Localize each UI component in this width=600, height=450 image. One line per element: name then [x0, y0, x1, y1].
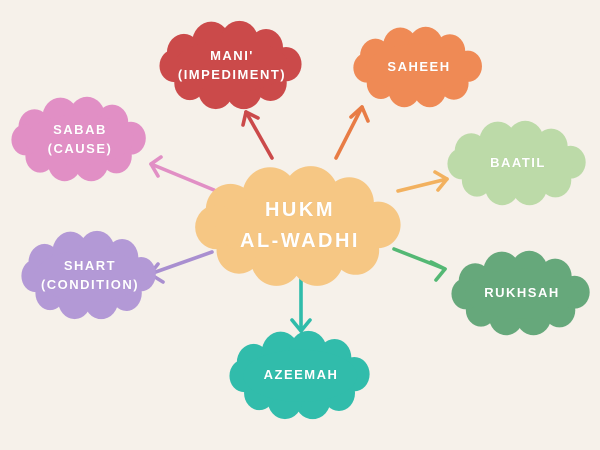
node-label: SAHEEH — [387, 59, 451, 75]
node-sabab-cause: SABAB (CAUSE) — [10, 96, 150, 182]
node-label: SABAB (CAUSE) — [47, 121, 113, 157]
node-label: BAATIL — [490, 155, 546, 171]
node-label: AZEEMAH — [263, 367, 339, 383]
node-shart-condition: SHART (CONDITION) — [20, 230, 160, 320]
node-saheeh: SAHEEH — [352, 26, 486, 108]
node-mani-impediment: MANI' (IMPEDIMENT) — [158, 20, 306, 110]
node-baatil: BAATIL — [446, 120, 590, 206]
arrow-saheeh — [334, 105, 370, 160]
node-label: SHART (CONDITION) — [40, 257, 140, 293]
node-hukm-al-wadhi: HUKM AL-WADHI — [193, 165, 407, 287]
node-label: HUKM AL-WADHI — [240, 199, 360, 252]
node-azeemah: AZEEMAH — [228, 330, 374, 420]
node-rukhsah: RUKHSAH — [450, 250, 594, 336]
arrow-mani — [241, 110, 274, 160]
node-label: RUKHSAH — [484, 285, 560, 301]
node-label: MANI' (IMPEDIMENT) — [177, 47, 287, 83]
